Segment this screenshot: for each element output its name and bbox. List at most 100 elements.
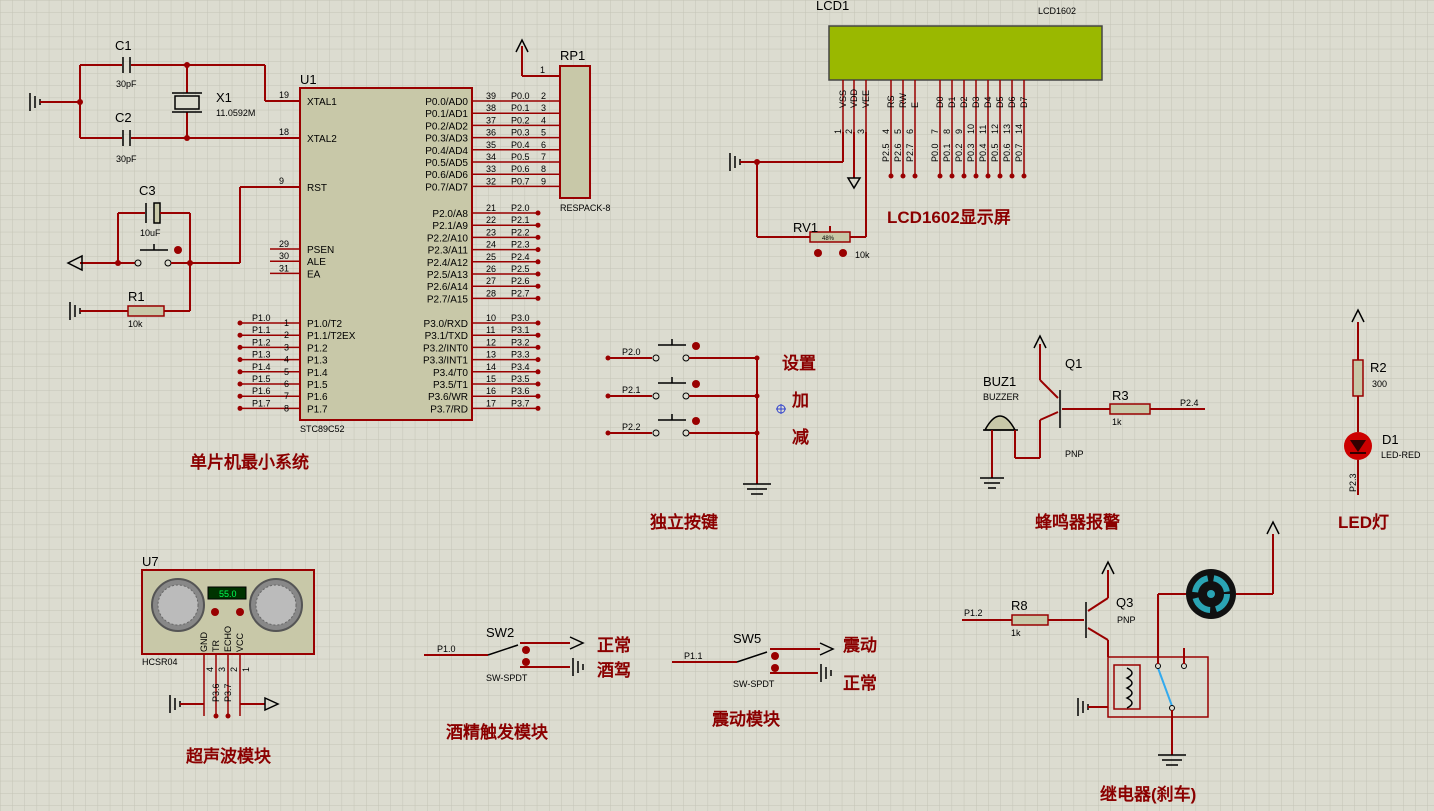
u1-p1-net: P1.2: [252, 337, 271, 347]
lcd-pin-num: 14: [1014, 124, 1024, 134]
u1-pin-name: P3.6/WR: [428, 392, 468, 403]
u1-pin-name: ALE: [307, 257, 326, 268]
u1-pin-num: 24: [486, 240, 496, 250]
led-net: P2.3: [1348, 473, 1358, 492]
sw2-net: P1.0: [437, 644, 456, 654]
lcd-pin-name: D2: [959, 96, 969, 108]
q1-ref: Q1: [1065, 356, 1082, 371]
u1-pin-name: P2.2/A10: [427, 233, 469, 244]
u1-pin-name: P1.5: [307, 380, 328, 391]
sw2-label-b: 酒驾: [597, 660, 631, 680]
lcd-pin-name: VEE: [861, 90, 871, 108]
lcd-pin-net: P0.7: [1014, 143, 1024, 162]
u1-pin-num: 8: [284, 403, 289, 413]
hcsr04-pin-name: TR: [211, 640, 221, 652]
u1-p2-net: P2.5: [511, 264, 530, 274]
u1-pin-name: XTAL1: [307, 97, 337, 108]
sw5-model: SW-SPDT: [733, 679, 775, 689]
lcd-pin-num: 4: [881, 129, 891, 134]
c1-value: 30pF: [116, 79, 137, 89]
lcd-screen: [828, 25, 1103, 81]
lcd-pin-net: P0.5: [990, 143, 1000, 162]
u1-p0-net: P0.6: [511, 164, 530, 174]
u1-pin-name: P3.7/RD: [430, 404, 468, 415]
c3-value: 10uF: [140, 228, 161, 238]
u1-pin-name: P2.4/A12: [427, 258, 469, 269]
u1-model: STC89C52: [300, 424, 345, 434]
section-buzzer-label: 蜂鸣器报警: [1035, 512, 1120, 532]
lcd-pin-name: RW: [898, 93, 908, 108]
buz-model: BUZZER: [983, 392, 1020, 402]
u1-p0-net: P0.5: [511, 152, 530, 162]
c3-ref: C3: [139, 183, 156, 198]
u1-pin-name: EA: [307, 269, 321, 280]
u1-pin-name: P2.5/A13: [427, 270, 469, 281]
sw5-switch: P1.1 SW5 SW-SPDT: [672, 631, 835, 689]
u1-pin-num: 15: [486, 374, 496, 384]
sw5-label-a: 震动: [842, 636, 877, 655]
u1-p2-net: P2.4: [511, 252, 530, 262]
u1-pin-num: 16: [486, 386, 496, 396]
lcd1602: LCD1 LCD1602 VSS1VDD2VEE3RS4P2.5RW5P2.6E…: [729, 0, 1103, 260]
c2-ref: C2: [115, 110, 132, 125]
u1-pin-name: P3.4/T0: [433, 368, 468, 379]
u1-pin-name: XTAL2: [307, 134, 337, 145]
relay-circuit: P1.2 R8 1k Q3 PNP: [962, 520, 1280, 766]
c1-ref: C1: [115, 38, 132, 53]
u1-pin-num: 26: [486, 264, 496, 274]
u1-pin-name: P0.2/AD2: [425, 121, 468, 132]
u1-pin-num: 5: [284, 367, 289, 377]
u1-pin-name: P3.2/INT0: [423, 343, 468, 354]
u1-pin-num: 3: [284, 342, 289, 352]
u1-pin-num: 21: [486, 203, 496, 213]
u1-pin-name: P0.7/AD7: [425, 182, 468, 193]
sw2-ref: SW2: [486, 625, 514, 640]
u1-pin-name: P3.1/TXD: [425, 331, 468, 342]
hcsr04-display: 55.0: [219, 589, 237, 599]
u1-pin-num: 37: [486, 115, 496, 125]
lcd-ref: LCD1: [816, 0, 849, 13]
lcd-pin-name: D5: [995, 96, 1005, 108]
r2-value: 300: [1372, 379, 1387, 389]
u1-pin-name: P0.0/AD0: [425, 97, 468, 108]
q3-type: PNP: [1117, 615, 1136, 625]
lcd-model: LCD1602: [1038, 6, 1076, 16]
lcd-pin-num: 12: [990, 124, 1000, 134]
lcd-pin-num: 1: [833, 129, 843, 134]
r2-ref: R2: [1370, 360, 1387, 375]
u1-p1-net: P1.5: [252, 374, 271, 384]
hcsr04-pin-num: 2: [229, 667, 239, 672]
u1-pin-num: 19: [279, 90, 289, 100]
key-label: 设置: [782, 354, 816, 373]
rv1-value: 10k: [855, 250, 870, 260]
u1-p1-net: P1.7: [252, 398, 271, 408]
sw5-label-b: 正常: [843, 673, 877, 693]
u1-pin-name: RST: [307, 183, 327, 194]
section-keys-label: 独立按键: [650, 512, 718, 532]
lcd-pin-name: VSS: [838, 90, 848, 108]
r3-ref: R3: [1112, 388, 1129, 403]
lcd-pin-net: P2.5: [881, 143, 891, 162]
rp1-respack: RP1 RESPACK-8 1: [515, 38, 610, 213]
buz-ref: BUZ1: [983, 374, 1016, 389]
lcd-pin-net: P2.7: [905, 143, 915, 162]
lcd-pin-num: 11: [978, 125, 988, 134]
u1-p2-net: P2.7: [511, 288, 530, 298]
key-label: 减: [792, 427, 809, 447]
u1-p0-net: P0.3: [511, 128, 530, 138]
u1-pin-num: 23: [486, 227, 496, 237]
section-ultrasonic-label: 超声波模块: [186, 746, 272, 766]
u1-p1-net: P1.1: [252, 325, 271, 335]
section-vibration-label: 震动模块: [711, 709, 781, 729]
lcd-pin-num: 3: [856, 129, 866, 134]
section-led-label: LED灯: [1338, 513, 1389, 532]
u1-pin-num: 4: [284, 355, 289, 365]
hcsr04-pin-name: GND: [199, 632, 209, 653]
u1-pin-num: 6: [284, 379, 289, 389]
sw2-label-a: 正常: [597, 635, 631, 655]
lcd-pin-name: D4: [983, 96, 993, 108]
